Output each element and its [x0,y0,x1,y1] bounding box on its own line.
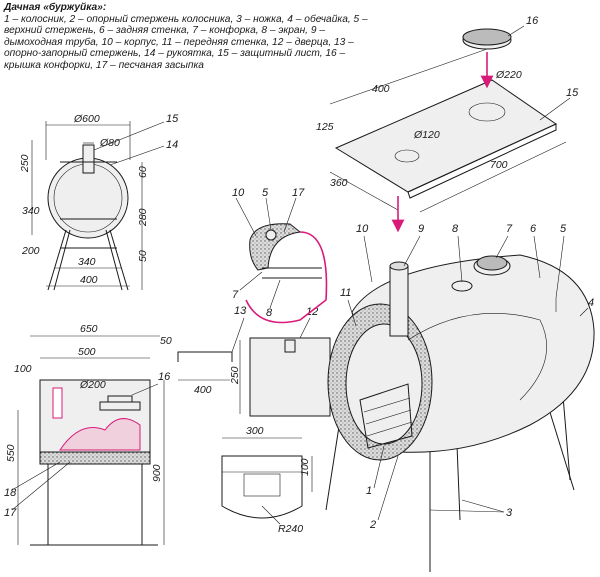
callout-inset-7: 7 [232,289,239,301]
inset-detail: 10 5 17 7 8 [232,187,328,324]
dim-side-550: 550 [5,444,17,462]
plate-detail: 300 100 R240 [221,425,313,535]
dim-plate-100: 100 [299,458,311,476]
callout-inset-5: 5 [262,187,269,199]
callout-inset-10: 10 [232,187,245,199]
dim-door-50: 50 [160,335,172,347]
callout-main-8: 8 [452,223,459,235]
dim-side-100: 100 [14,363,32,375]
callout-side-17: 17 [4,507,17,519]
dim-front-340: 340 [22,205,40,217]
legend-text: 1 – колосник, 2 – опорный стержень колос… [4,13,368,71]
dim-front-50: 50 [137,250,149,262]
dim-front-280: 280 [137,208,149,227]
dim-side-200: Ø200 [79,379,106,391]
side-view: 650 500 100 Ø200 550 900 16 18 17 [4,323,171,546]
dim-sheet-120: Ø120 [413,129,440,141]
callout-main-5: 5 [560,223,567,235]
dim-front-w400: 400 [80,274,98,286]
callout-main-9: 9 [418,223,424,235]
door-detail: 50 400 13 12 250 [160,305,331,417]
main-stove: 10 9 8 7 6 5 4 11 1 2 3 [325,223,595,572]
dim-front-600: Ø600 [73,113,100,125]
dim-sheet-700: 700 [490,159,508,171]
dim-side-650: 650 [80,323,98,335]
callout-front-15: 15 [166,113,179,125]
protective-sheet [334,79,558,193]
dim-sheet-125: 125 [316,121,334,133]
dim-front-80: Ø80 [99,137,120,149]
dim-front-w340: 340 [78,256,96,268]
dim-door-400: 400 [194,384,212,396]
callout-front-14: 14 [166,139,178,151]
callout-sheet-16: 16 [526,15,539,27]
dim-sheet-220: Ø220 [495,69,522,81]
legend-title: Дачная «буржуйка»: [4,2,107,13]
legend: Дачная «буржуйка»: 1 – колосник, 2 – опо… [4,2,384,72]
dim-front-250: 250 [19,154,31,173]
dim-plate-300: 300 [246,425,264,437]
dim-front-60: 60 [137,166,149,178]
dim-sheet-360: 360 [330,177,348,189]
dim-door-250: 250 [229,366,241,385]
dim-plate-r240: R240 [278,523,303,535]
dim-sheet-400: 400 [372,83,390,95]
callout-inset-17: 17 [292,187,305,199]
callout-main-10: 10 [356,223,369,235]
callout-sheet-15: 15 [566,87,579,99]
callout-main-3: 3 [506,507,513,519]
dim-side-900: 900 [151,464,163,482]
callout-side-16: 16 [158,371,171,383]
dim-side-500: 500 [78,346,96,358]
front-view: Ø600 Ø80 250 340 200 340 400 60 280 50 1… [19,113,179,291]
callout-inset-8: 8 [266,307,273,319]
callout-side-18: 18 [4,487,17,499]
dim-front-200: 200 [21,245,40,257]
chimney-pipe [389,265,409,337]
front-view-chimney [82,144,95,174]
callout-main-7: 7 [506,223,513,235]
callout-main-6: 6 [530,223,537,235]
callout-main-2: 2 [369,519,376,531]
callout-main-1: 1 [366,485,372,497]
sheet-detail: 400 125 Ø220 Ø120 360 700 15 16 [316,15,579,233]
callout-main-4: 4 [588,297,594,309]
callout-main-11: 11 [340,287,351,299]
callout-door-13: 13 [234,305,247,317]
